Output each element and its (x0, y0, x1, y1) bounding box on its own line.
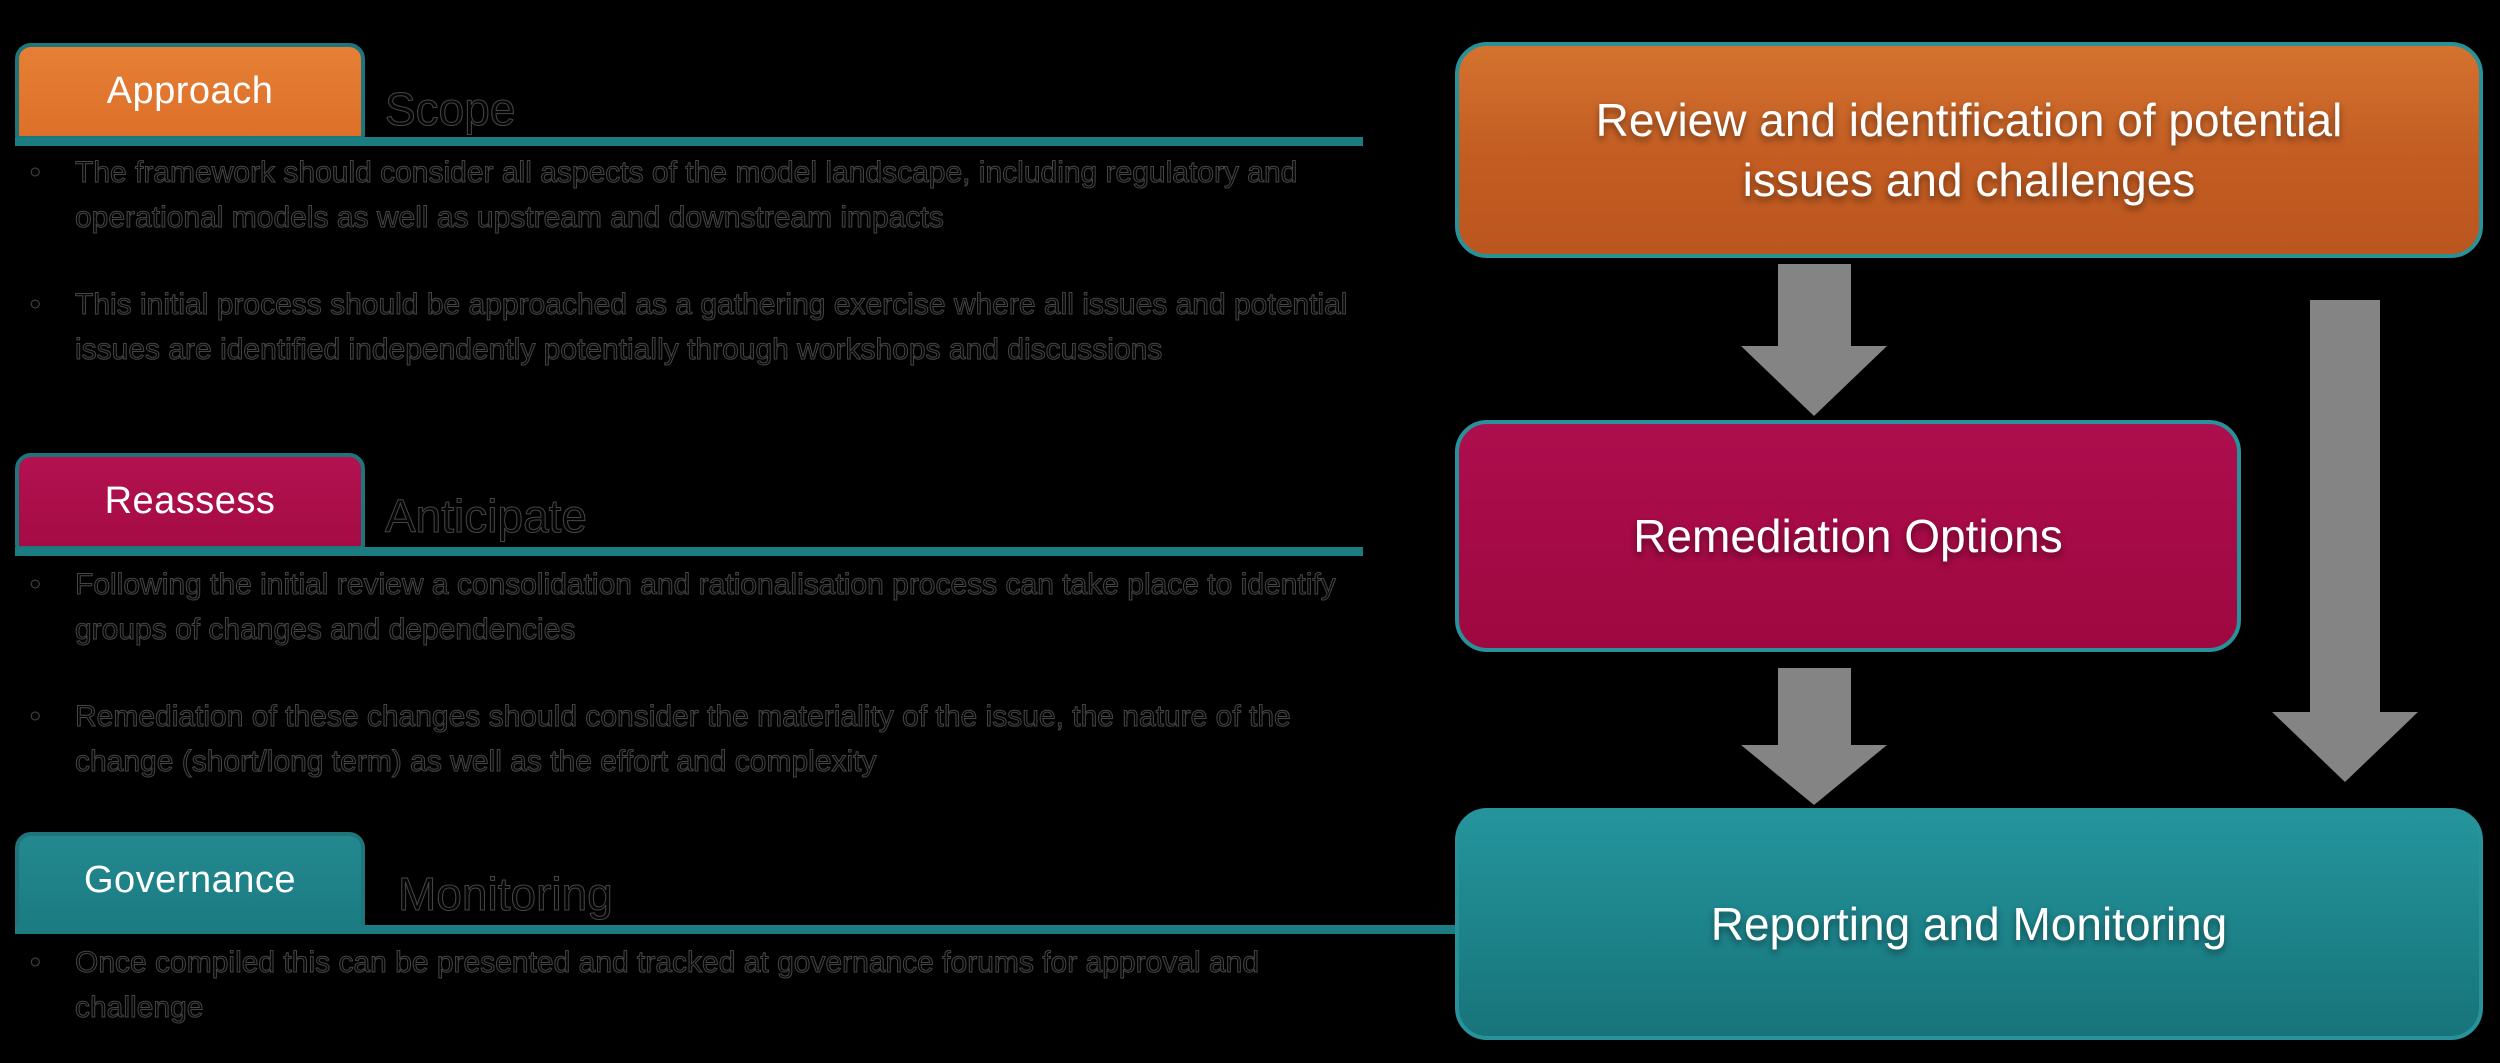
section-divider-2 (15, 547, 1363, 556)
bullet-item: Following the initial review a consolida… (20, 562, 1350, 652)
reporting-box-label: Reporting and Monitoring (1710, 898, 2228, 950)
review-box-label: Review and identification of potential i… (1595, 94, 2343, 206)
bullet-item: Remediation of these changes should cons… (20, 694, 1350, 784)
scope-bullet-list: The framework should consider all aspect… (20, 150, 1350, 414)
section-divider-3 (15, 925, 1540, 934)
reporting-box: Reporting and Monitoring (1455, 808, 2483, 1040)
arrow-down-icon (2272, 712, 2418, 782)
reassess-tag-label: Reassess (104, 480, 276, 522)
approach-tag-label: Approach (106, 70, 274, 112)
governance-tag-label: Governance (83, 859, 296, 901)
section-divider-1 (15, 137, 1363, 146)
monitoring-heading: Monitoring (398, 868, 614, 921)
anticipate-heading: Anticipate (384, 490, 588, 543)
arrow-down-icon (1741, 346, 1887, 416)
bullet-item: This initial process should be approache… (20, 282, 1350, 372)
review-box: Review and identification of potential i… (1455, 42, 2483, 258)
remediation-box: Remediation Options (1455, 420, 2241, 652)
arrow-review-to-remediation-shaft (1778, 264, 1851, 346)
arrow-remediation-to-reporting-shaft (1778, 668, 1851, 745)
bullet-item: Once compiled this can be presented and … (20, 940, 1350, 1030)
governance-tag: Governance (15, 832, 365, 929)
arrow-down-icon (1741, 745, 1887, 805)
monitoring-bullet-list: Once compiled this can be presented and … (20, 940, 1350, 1063)
remediation-box-label: Remediation Options (1633, 510, 2063, 562)
scope-heading: Scope (384, 83, 516, 136)
approach-tag: Approach (15, 43, 365, 140)
bullet-item: The framework should consider all aspect… (20, 150, 1350, 240)
reassess-tag: Reassess (15, 453, 365, 550)
anticipate-bullet-list: Following the initial review a consolida… (20, 562, 1350, 826)
arrow-review-to-reporting-shaft (2310, 300, 2380, 712)
